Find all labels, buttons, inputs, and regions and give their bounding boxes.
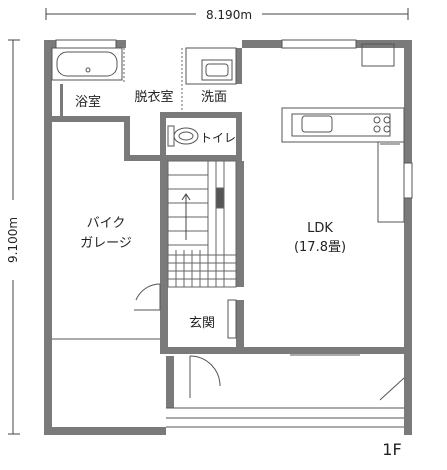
garage-label-line2: ガレージ — [80, 236, 132, 251]
kitchen-cupboard — [361, 43, 405, 223]
depth-dimension-text: 9.100m — [6, 217, 20, 263]
kitchen-counter — [281, 107, 405, 143]
floor-label: 1F — [382, 440, 401, 459]
bathroom-walls — [52, 48, 242, 162]
garage-label-line1: バイク — [87, 216, 126, 231]
toilet-label: トイレ — [200, 131, 236, 145]
entrance-label: 玄関 — [189, 316, 215, 331]
interior-walls — [160, 161, 408, 354]
shoe-cabinet — [227, 299, 237, 339]
porch — [166, 355, 405, 428]
width-dimension: 8.190m — [45, 8, 409, 22]
ldk-size-label: (17.8畳) — [294, 240, 346, 255]
depth-dimension: 9.100m — [6, 39, 20, 435]
bath-label: 浴室 — [75, 94, 101, 110]
washroom-label: 洗面 — [201, 90, 227, 105]
bath-side-wall — [60, 84, 63, 116]
staircase — [167, 160, 237, 288]
ldk-label: LDK — [307, 221, 333, 236]
wash-basin — [185, 47, 237, 85]
toilet-fixture — [167, 125, 199, 147]
windows — [55, 39, 413, 199]
entrance-door — [134, 283, 161, 311]
width-dimension-text: 8.190m — [206, 8, 252, 22]
bathtub — [51, 47, 123, 81]
dressing-room-label: 脱衣室 — [134, 89, 173, 105]
